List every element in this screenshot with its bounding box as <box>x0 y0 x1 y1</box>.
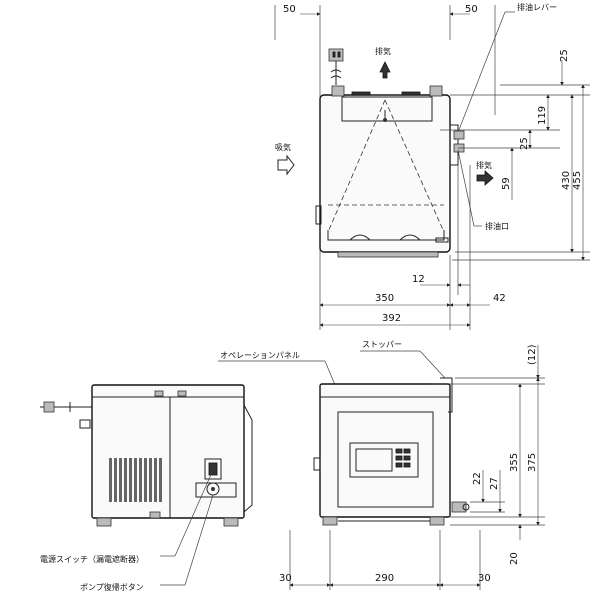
dim-front-22: 22 <box>472 472 483 485</box>
dim-bottom-350: 350 <box>375 293 394 304</box>
intake-arrow <box>277 154 295 176</box>
dim-front-bottom-30a: 30 <box>279 573 292 584</box>
stopper-label: ストッパー <box>362 340 402 349</box>
dim-front-27: 27 <box>489 477 500 490</box>
top-view: 50 50 排油レバー 排気 吸気 <box>274 2 590 330</box>
dim-front-20: 20 <box>509 552 520 565</box>
top-panel <box>341 96 433 122</box>
front-view-body <box>319 383 451 518</box>
side-view: 電源スイッチ（漏電遮断器） ポンプ復帰ボタン <box>40 384 253 592</box>
dim-top-left: 50 <box>283 4 296 15</box>
intake-label: 吸気 <box>275 142 291 152</box>
drain-port-label: 排油口 <box>485 221 509 231</box>
dim-right-25b: 25 <box>519 137 530 150</box>
stopper <box>440 377 453 413</box>
dim-front-375: 375 <box>527 453 538 472</box>
power-plug <box>328 48 344 85</box>
dim-front-355: 355 <box>509 453 520 472</box>
exhaust-side-label: 排気 <box>476 160 492 170</box>
dim-front-bottom-30b: 30 <box>478 573 491 584</box>
drain-lever-label: 排油レバー <box>517 2 557 12</box>
side-vents <box>109 458 162 502</box>
dim-bottom-392: 392 <box>382 313 401 324</box>
power-switch[interactable] <box>204 458 222 480</box>
dim-front-bottom-290: 290 <box>375 573 394 584</box>
front-view: オペレーションパネル ストッパー (1 <box>218 340 545 590</box>
dim-bottom-42: 42 <box>493 293 506 304</box>
dim-right-455: 455 <box>572 171 583 190</box>
dim-right-430: 430 <box>561 171 572 190</box>
operation-panel <box>349 442 419 478</box>
dim-right-59: 59 <box>501 177 512 190</box>
exhaust-top-label: 排気 <box>375 46 391 56</box>
basket <box>327 230 445 241</box>
pump-reset-label: ポンプ復帰ボタン <box>80 582 144 592</box>
exhaust-up-arrow <box>379 61 391 79</box>
exhaust-side-arrow <box>476 170 494 186</box>
dim-right-119: 119 <box>537 106 548 125</box>
operation-panel-label: オペレーションパネル <box>220 351 300 360</box>
power-switch-label: 電源スイッチ（漏電遮断器） <box>40 554 144 564</box>
dim-right-25a: 25 <box>559 49 570 62</box>
dim-front-12: (12) <box>527 344 538 365</box>
front-inner-panel <box>337 411 434 508</box>
dim-bottom-12: 12 <box>412 274 425 285</box>
dim-top-right: 50 <box>465 4 478 15</box>
